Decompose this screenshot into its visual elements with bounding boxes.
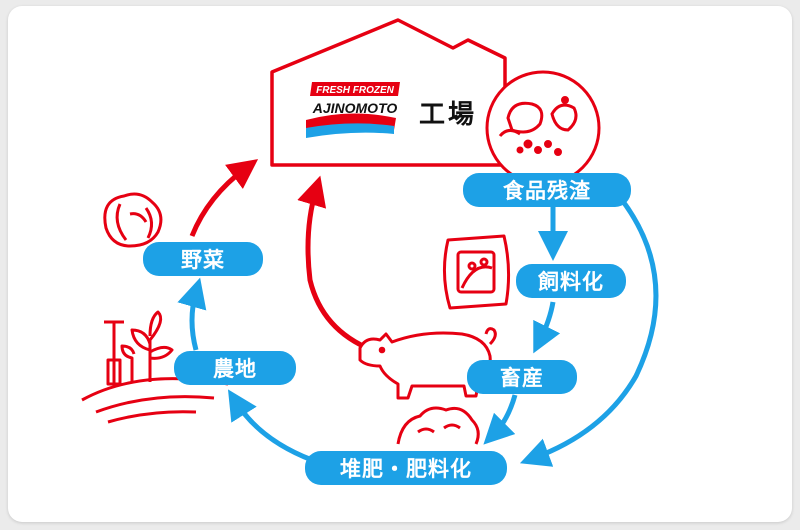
arrow-compost-to-farmland <box>227 389 313 463</box>
factory-label: 工場 <box>419 100 478 130</box>
ajinomoto-logo: FRESH FROZEN AJINOMOTO <box>306 82 400 138</box>
feed-bag-icon <box>442 234 511 310</box>
arrow-feed-to-livestock <box>533 301 561 354</box>
node-feed: 飼料化 <box>516 264 626 298</box>
food-scraps-icon <box>485 70 601 186</box>
node-compost: 堆肥・肥料化 <box>305 451 507 485</box>
logo-top-text: FRESH FROZEN <box>316 85 395 96</box>
node-farmland: 農地 <box>174 351 296 385</box>
arrow-livestock-to-compost <box>483 394 518 445</box>
cabbage-icon <box>103 192 163 248</box>
compost-pile-icon <box>396 406 480 445</box>
node-livestock: 畜産 <box>467 360 577 394</box>
arrow-vegetables-to-factory <box>189 159 259 237</box>
node-vegetables: 野菜 <box>143 242 263 276</box>
arrow-livestock-to-factory <box>297 175 373 353</box>
arrow-foodwaste-to-compost <box>519 198 659 467</box>
logo-main-text: AJINOMOTO <box>312 100 398 116</box>
arrow-farmland-to-vegetables <box>177 277 207 351</box>
node-food-waste: 食品残渣 <box>463 173 631 207</box>
